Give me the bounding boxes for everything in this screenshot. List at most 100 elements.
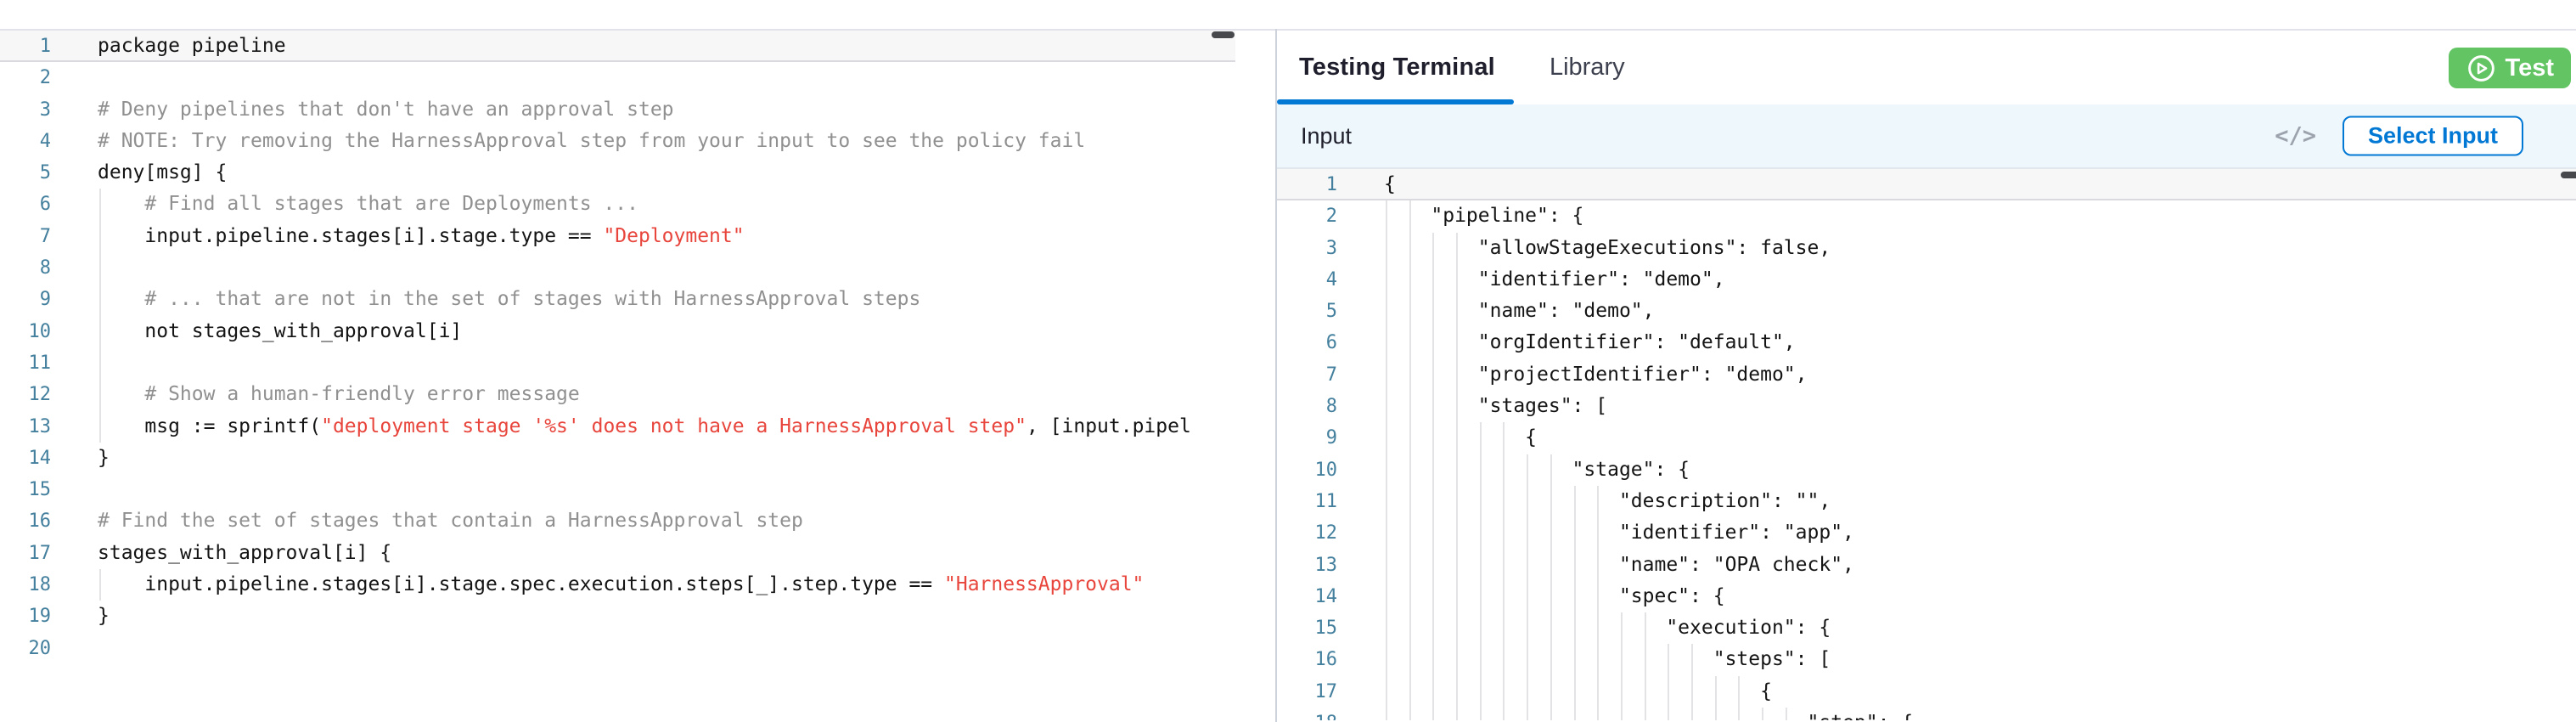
code-line: 15 "execution": { bbox=[1277, 612, 2576, 645]
indent-guide bbox=[1409, 391, 1411, 423]
indent-guide bbox=[1503, 422, 1505, 454]
code-line: 20 bbox=[0, 633, 1235, 664]
code-line: 18 "step": { bbox=[1277, 708, 2576, 720]
tab-testing-terminal[interactable]: Testing Terminal bbox=[1277, 31, 1514, 104]
indent-guide bbox=[1456, 485, 1459, 518]
code-view-icon[interactable]: </> bbox=[2275, 122, 2316, 149]
indent-guide bbox=[1409, 358, 1411, 392]
line-number: 6 bbox=[1325, 332, 1337, 354]
indent-guide bbox=[1409, 675, 1411, 708]
indent-guide bbox=[1668, 708, 1670, 720]
indent-guide bbox=[1479, 517, 1482, 550]
line-content bbox=[98, 62, 1235, 93]
test-button[interactable]: Test bbox=[2448, 48, 2571, 88]
indent-guide bbox=[1409, 422, 1411, 454]
indent-guide bbox=[1503, 485, 1505, 518]
line-number: 9 bbox=[39, 289, 51, 311]
input-editor-scrollbar-thumb[interactable] bbox=[2561, 172, 2576, 178]
line-number: 2 bbox=[39, 67, 51, 89]
indent-guide bbox=[1456, 296, 1459, 328]
line-number: 20 bbox=[28, 637, 52, 659]
indent-guide bbox=[1386, 327, 1387, 359]
indent-guide bbox=[1550, 675, 1552, 708]
indent-guide bbox=[1550, 708, 1552, 720]
indent-guide bbox=[1432, 644, 1435, 676]
indent-guide bbox=[1386, 612, 1387, 645]
indent-guide bbox=[1409, 580, 1411, 613]
indent-guide bbox=[1668, 675, 1670, 708]
line-number: 16 bbox=[28, 510, 52, 533]
code-line: 7 input.pipeline.stages[i].stage.type ==… bbox=[0, 220, 1235, 253]
line-content: input.pipeline.stages[i].stage.type == "… bbox=[98, 220, 1235, 253]
indent-guide bbox=[1573, 612, 1576, 645]
indent-guide bbox=[99, 189, 101, 221]
line-content: "execution": { bbox=[1384, 612, 2576, 645]
code-line: 6 # Find all stages that are Deployments… bbox=[0, 189, 1235, 221]
indent-guide bbox=[1456, 454, 1459, 486]
indent-guide bbox=[1432, 422, 1435, 454]
indent-guide bbox=[1479, 485, 1482, 518]
code-line: 3# Deny pipelines that don't have an app… bbox=[0, 94, 1235, 126]
indent-guide bbox=[1573, 708, 1576, 720]
line-number: 7 bbox=[1325, 364, 1337, 386]
indent-guide bbox=[1479, 708, 1482, 720]
indent-guide bbox=[1714, 708, 1717, 720]
indent-guide bbox=[1456, 612, 1459, 645]
indent-guide bbox=[1432, 232, 1435, 264]
indent-guide bbox=[1738, 708, 1741, 720]
indent-guide bbox=[1409, 296, 1411, 328]
indent-guide bbox=[1597, 644, 1600, 676]
line-content: { bbox=[1384, 675, 2576, 708]
line-number: 18 bbox=[1277, 708, 1338, 720]
indent-guide bbox=[99, 410, 101, 443]
indent-guide bbox=[1597, 708, 1600, 720]
indent-guide bbox=[1386, 675, 1387, 708]
top-border bbox=[0, 29, 2576, 31]
indent-guide bbox=[1503, 675, 1505, 708]
line-content: "pipeline": { bbox=[1384, 200, 2576, 233]
line-number: 3 bbox=[1325, 237, 1337, 259]
line-content: "name": "demo", bbox=[1384, 296, 2576, 328]
indent-guide bbox=[1432, 263, 1435, 296]
input-json-editor[interactable]: 1{2 "pipeline": {3 "allowStageExecutions… bbox=[1277, 169, 2576, 720]
code-line: 13 msg := sprintf("deployment stage '%s'… bbox=[0, 410, 1235, 443]
testing-terminal-panel: Testing Terminal Library Test Input </> … bbox=[1277, 31, 2576, 722]
indent-guide bbox=[1409, 232, 1411, 264]
line-number: 15 bbox=[1314, 618, 1338, 640]
indent-guide bbox=[1409, 644, 1411, 676]
indent-guide bbox=[1597, 485, 1600, 518]
line-content: # Show a human-friendly error message bbox=[98, 379, 1235, 411]
indent-guide bbox=[1409, 485, 1411, 518]
tab-library[interactable]: Library bbox=[1543, 31, 1632, 104]
indent-guide bbox=[1456, 422, 1459, 454]
line-number: 11 bbox=[1314, 490, 1338, 512]
line-content bbox=[98, 347, 1235, 380]
indent-guide bbox=[1456, 517, 1459, 550]
indent-guide bbox=[1620, 644, 1623, 676]
policy-editor-scrollbar-thumb[interactable] bbox=[1212, 31, 1235, 38]
indent-guide bbox=[1527, 580, 1529, 613]
indent-guide bbox=[1386, 485, 1387, 518]
indent-guide bbox=[1456, 263, 1459, 296]
indent-guide bbox=[1550, 485, 1552, 518]
indent-guide bbox=[1479, 612, 1482, 645]
indent-guide bbox=[1503, 549, 1505, 581]
line-number: 11 bbox=[28, 352, 52, 374]
line-number: 10 bbox=[1314, 459, 1338, 481]
code-line: 10 "stage": { bbox=[1277, 454, 2576, 486]
indent-guide bbox=[1456, 549, 1459, 581]
tab-testing-terminal-label: Testing Terminal bbox=[1299, 54, 1495, 81]
code-line: 13 "name": "OPA check", bbox=[1277, 549, 2576, 581]
panel-divider[interactable] bbox=[1275, 29, 1277, 722]
line-number: 17 bbox=[1314, 680, 1338, 702]
indent-guide bbox=[99, 379, 101, 411]
code-line: 12 # Show a human-friendly error message bbox=[0, 379, 1235, 411]
indent-guide bbox=[1573, 644, 1576, 676]
select-input-button[interactable]: Select Input bbox=[2343, 116, 2523, 156]
code-line: 6 "orgIdentifier": "default", bbox=[1277, 327, 2576, 359]
play-icon bbox=[2467, 54, 2494, 82]
code-line: 2 "pipeline": { bbox=[1277, 200, 2576, 233]
line-number: 13 bbox=[1314, 554, 1338, 576]
